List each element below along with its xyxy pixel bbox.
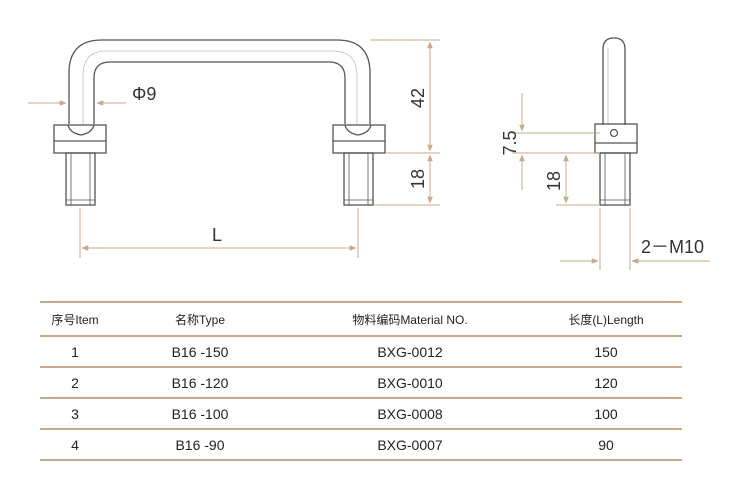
cell-material-no: BXG-0007 [377,436,443,453]
side-thread-label: 18 [544,171,564,191]
header-length: 长度(L)Length [568,312,644,327]
cell-item: 2 [71,374,79,391]
cell-type: B16 -120 [171,374,229,391]
side-view-dimensions [512,93,710,270]
cell-item: 1 [71,343,79,360]
diameter-label: Φ9 [132,84,156,104]
header-type: 名称Type [174,312,226,327]
technical-drawing: Φ9 42 18 L 7.5 18 2－M10 [28,37,710,270]
table-row: 3 B16 -100 BXG-0008 100 [40,398,682,429]
header-material-no: 物料编码Material NO. [352,312,468,327]
height-thread-label: 18 [408,169,428,189]
thread-spec-label: 2－M10 [641,237,704,257]
cell-item: 4 [71,436,79,453]
table-row: 2 B16 -120 BXG-0010 120 [40,367,682,398]
cell-length: 120 [594,374,618,391]
cell-length: 150 [594,343,618,360]
table-row: 4 B16 -90 BXG-0007 90 [40,429,682,460]
front-view-dimensions [28,39,440,258]
handle-front-view [53,39,386,206]
cell-length: 90 [598,436,614,453]
length-label: L [212,225,222,245]
cell-type: B16 -100 [171,405,229,422]
side-height-label: 7.5 [500,130,520,155]
cell-material-no: BXG-0012 [377,343,443,360]
cell-type: B16 -90 [175,436,225,453]
cell-type: B16 -150 [171,343,229,360]
table-header-row: 序号Item 名称Type 物料编码Material NO. 长度(L)Leng… [40,302,682,336]
cell-material-no: BXG-0010 [377,374,443,391]
cell-item: 3 [71,405,79,422]
cell-material-no: BXG-0008 [377,405,443,422]
header-item: 序号Item [51,312,99,327]
cell-length: 100 [594,405,618,422]
spec-table: 序号Item 名称Type 物料编码Material NO. 长度(L)Leng… [40,301,682,461]
handle-side-view [594,37,638,206]
table-row: 1 B16 -150 BXG-0012 150 [40,336,682,367]
height-upper-label: 42 [408,88,428,108]
